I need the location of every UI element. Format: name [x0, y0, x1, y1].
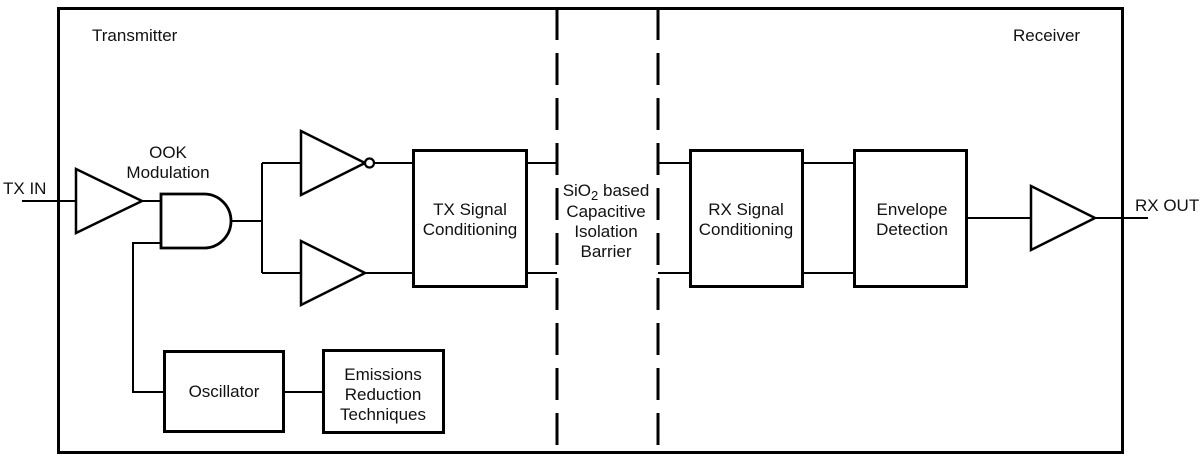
- barrier-line1-subscript: 2: [591, 188, 598, 203]
- transmitter-label: Transmitter: [92, 26, 178, 45]
- tx-signal-line1: TX Signal: [433, 200, 507, 219]
- tx-signal-line2: Conditioning: [423, 220, 518, 239]
- rx-signal-line2: Conditioning: [699, 220, 794, 239]
- emissions-line2: Reduction: [345, 385, 422, 404]
- envelope-line2: Detection: [876, 220, 948, 239]
- isolation-barrier-label: SiO2 based Capacitive Isolation Barrier: [563, 181, 650, 261]
- barrier-line1-prefix: SiO: [563, 181, 591, 200]
- rx-output-buffer-gate-icon: [1029, 183, 1098, 253]
- emissions-line3: Techniques: [340, 405, 426, 424]
- rx-signal-conditioning-box: [689, 149, 804, 288]
- emissions-reduction-label: Emissions Reduction Techniques: [340, 365, 426, 424]
- oscillator-box: [163, 350, 285, 433]
- tx-input-buffer-gate-icon: [74, 167, 145, 235]
- ook-label-line1: OOK: [149, 143, 187, 162]
- tx-buffer-gate-icon: [299, 238, 368, 308]
- emissions-reduction-box: [322, 349, 445, 434]
- barrier-line2: Capacitive: [566, 202, 645, 221]
- ook-modulation-label: OOK Modulation: [126, 143, 209, 182]
- envelope-line1: Envelope: [877, 200, 948, 219]
- oscillator-to-and-wire: [132, 242, 166, 393]
- receiver-label: Receiver: [1013, 26, 1080, 45]
- envelope-detection-label: Envelope Detection: [876, 200, 948, 239]
- emissions-line1: Emissions: [344, 365, 421, 384]
- rx-signal-conditioning-label: RX Signal Conditioning: [699, 200, 794, 239]
- barrier-line1-suffix: based: [598, 181, 649, 200]
- tx-signal-conditioning-label: TX Signal Conditioning: [423, 200, 518, 239]
- and-gate-icon: [159, 192, 233, 250]
- oscillator-label: Oscillator: [189, 382, 260, 401]
- chip-boundary-box: [57, 7, 1124, 454]
- barrier-line4: Barrier: [580, 242, 631, 261]
- inverter-gate-icon: [299, 128, 368, 198]
- inverter-bubble-icon: [363, 157, 376, 169]
- signal-wires: [22, 162, 1148, 393]
- ook-label-line2: Modulation: [126, 163, 209, 182]
- envelope-detection-box: [853, 149, 968, 288]
- barrier-line1: SiO2 based: [563, 181, 650, 203]
- rx-out-label: RX OUT: [1135, 196, 1199, 215]
- tx-signal-conditioning-box: [412, 149, 528, 288]
- tx-in-label: TX IN: [3, 179, 46, 198]
- rx-signal-line1: RX Signal: [708, 200, 784, 219]
- barrier-line3: Isolation: [574, 222, 637, 241]
